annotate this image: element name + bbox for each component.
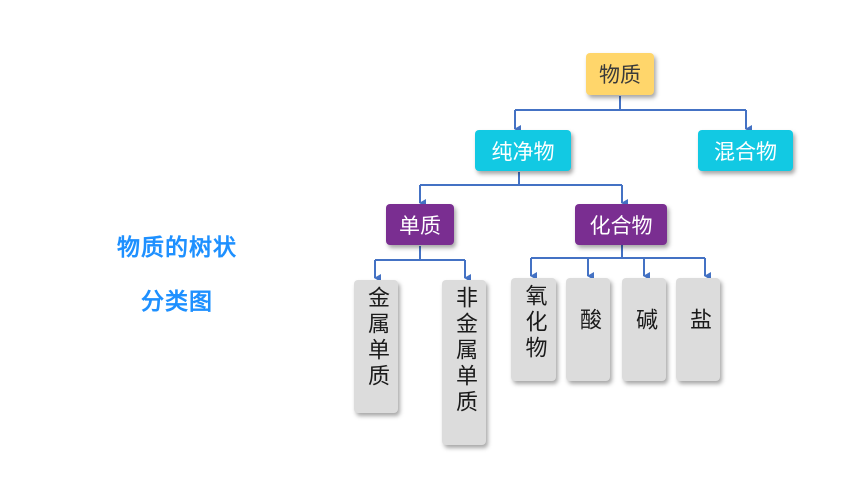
- node-root-label: 物质: [599, 63, 641, 87]
- node-acid-label: 酸: [576, 308, 601, 334]
- node-nonmetal-label: 非金属单质: [452, 286, 477, 416]
- node-root-matter: 物质: [586, 53, 654, 95]
- node-pure-substance: 纯净物: [475, 130, 571, 171]
- node-base: 碱: [622, 278, 666, 381]
- node-compound: 化合物: [575, 204, 667, 245]
- node-salt: 盐: [676, 278, 720, 381]
- diagram-heading-line2: 分类图: [141, 289, 213, 315]
- node-acid: 酸: [566, 278, 610, 381]
- node-nonmetal-element: 非金属单质: [442, 280, 486, 445]
- node-compound-label: 化合物: [589, 213, 653, 238]
- node-pure-label: 纯净物: [491, 139, 555, 164]
- node-metal-element: 金属单质: [354, 280, 398, 413]
- node-oxide-label: 氧化物: [521, 284, 547, 362]
- node-salt-label: 盐: [686, 308, 711, 334]
- node-mixture: 混合物: [698, 130, 793, 171]
- node-element-label: 单质: [399, 213, 441, 238]
- node-oxide: 氧化物: [511, 278, 556, 381]
- node-element: 单质: [386, 204, 454, 245]
- diagram-heading-line1: 物质的树状: [117, 235, 237, 261]
- node-mixture-label: 混合物: [714, 139, 777, 164]
- node-base-label: 碱: [632, 308, 657, 334]
- node-metal-label: 金属单质: [364, 286, 389, 390]
